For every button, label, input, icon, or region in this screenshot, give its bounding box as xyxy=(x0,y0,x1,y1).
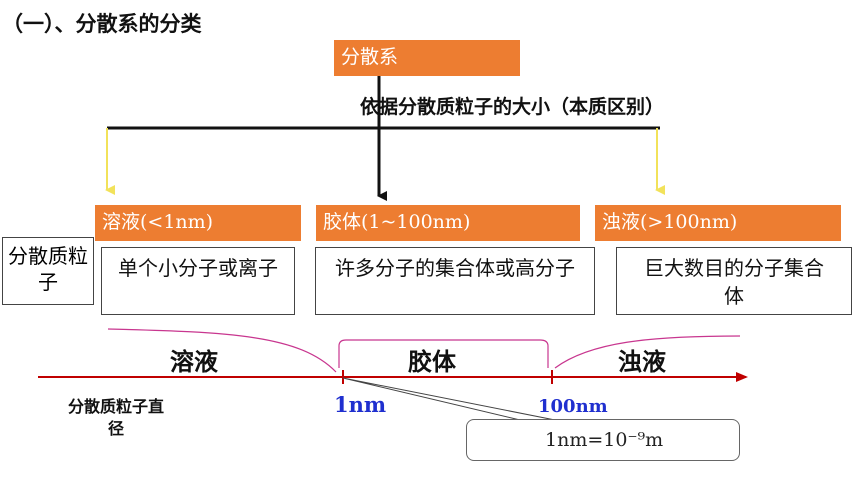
tick-label-100nm: 100nm xyxy=(538,396,608,417)
category-header-suspension: 浊液(>100nm) xyxy=(595,205,841,241)
callout-pointer xyxy=(342,377,556,421)
category-desc-suspension: 巨大数目的分子集合体 xyxy=(616,247,852,315)
dispersed-particle-label: 分散质粒子 xyxy=(2,237,94,305)
page-title: （一）、分散系的分类 xyxy=(2,12,202,36)
brace-colloid xyxy=(338,339,549,368)
unit-callout: 1nm=10⁻⁹m xyxy=(466,419,740,461)
root-node: 分散系 xyxy=(334,40,520,76)
category-header-solution: 溶液(<1nm) xyxy=(95,205,301,241)
axis-region-solution: 溶液 xyxy=(170,348,218,376)
axis-region-suspension: 浊液 xyxy=(618,348,666,376)
brace-solution xyxy=(107,328,337,373)
category-desc-solution: 单个小分子或离子 xyxy=(101,247,295,315)
tick-label-1nm: 1nm xyxy=(334,392,387,417)
brace-suspension xyxy=(554,335,741,369)
category-header-colloid: 胶体(1~100nm) xyxy=(316,205,580,241)
classification-criterion: 依据分散质粒子的大小（本质区别） xyxy=(360,96,665,118)
axis-region-colloid: 胶体 xyxy=(408,348,456,376)
axis-label: 分散质粒子直径 xyxy=(67,397,164,438)
category-desc-colloid: 许多分子的集合体或高分子 xyxy=(315,247,595,315)
